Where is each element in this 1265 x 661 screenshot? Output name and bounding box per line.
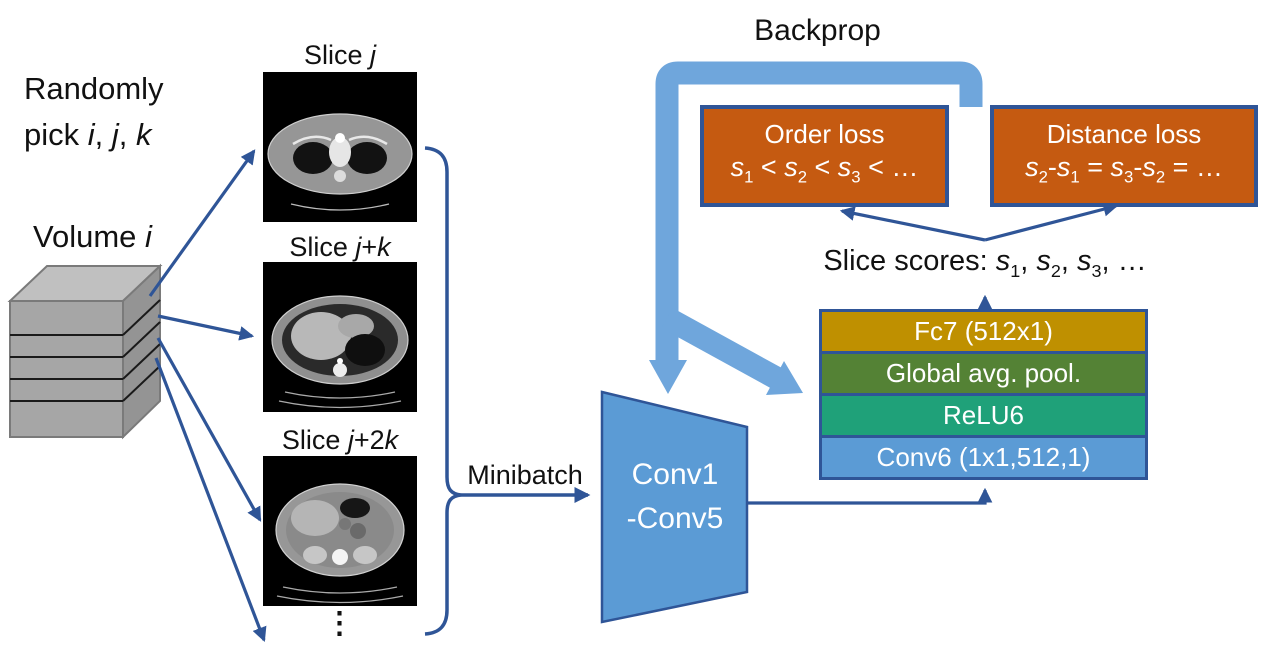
ct-lower-chest-drawing bbox=[271, 295, 409, 409]
layer-conv6: Conv6 (1x1,512,1) bbox=[822, 435, 1145, 477]
volume-label: Volume i bbox=[33, 219, 152, 254]
ct-abdomen-drawing bbox=[275, 483, 405, 604]
scores-to-distance-loss-arrow bbox=[984, 202, 1119, 242]
minibatch-brace bbox=[424, 146, 462, 636]
volume-stack bbox=[7, 263, 163, 440]
layer-relu6: ReLU6 bbox=[822, 393, 1145, 435]
ct-chest-drawing bbox=[267, 113, 413, 211]
order-loss-box: Order loss s1 < s2 < s3 < … bbox=[700, 105, 949, 207]
instruction-line1: Randomly bbox=[24, 71, 164, 106]
backbone-line1: Conv1 bbox=[631, 458, 719, 491]
arrow-volume-to-slice-j bbox=[148, 149, 256, 297]
instruction-text: Randomly pick i, j, k bbox=[24, 66, 164, 158]
arrow-volume-to-slice-j2k bbox=[156, 337, 262, 522]
backbone-line2: -Conv5 bbox=[626, 502, 724, 535]
layer-global-avg-pool: Global avg. pool. bbox=[822, 351, 1145, 393]
slice-j2k-label: Slice j+2k bbox=[281, 425, 399, 455]
scores-to-order-loss-arrow bbox=[839, 206, 986, 242]
order-loss-title: Order loss bbox=[764, 118, 885, 149]
backbone-label: Conv1 -Conv5 bbox=[602, 453, 748, 541]
arrow-volume-to-more-slices bbox=[154, 357, 267, 643]
instruction-line2: pick i, j, k bbox=[24, 117, 152, 152]
minibatch-label: Minibatch bbox=[467, 460, 583, 490]
order-loss-formula: s1 < s2 < s3 < … bbox=[730, 151, 919, 187]
slice-jk-label: Slice j+k bbox=[289, 232, 391, 262]
distance-loss-box: Distance loss s2-s1 = s3-s2 = … bbox=[990, 105, 1258, 207]
ct-slice-j2k-image bbox=[263, 456, 417, 606]
head-layer-stack: Fc7 (512x1) Global avg. pool. ReLU6 Conv… bbox=[819, 309, 1148, 480]
ct-slice-j-image bbox=[263, 72, 417, 222]
slice-j-label: Slice j bbox=[303, 40, 377, 70]
arrow-volume-to-slice-jk bbox=[157, 314, 255, 341]
backbone-to-head-connector bbox=[748, 487, 993, 505]
backprop-label: Backprop bbox=[754, 14, 881, 47]
ct-slice-jk-image bbox=[263, 262, 417, 412]
distance-loss-title: Distance loss bbox=[1046, 118, 1202, 149]
layer-fc7: Fc7 (512x1) bbox=[822, 312, 1145, 351]
distance-loss-formula: s2-s1 = s3-s2 = … bbox=[1025, 151, 1223, 187]
more-slices-ellipsis: ⋮ bbox=[324, 607, 356, 640]
slice-scores-text: Slice scores: s1, s2, s3, … bbox=[823, 245, 1147, 281]
